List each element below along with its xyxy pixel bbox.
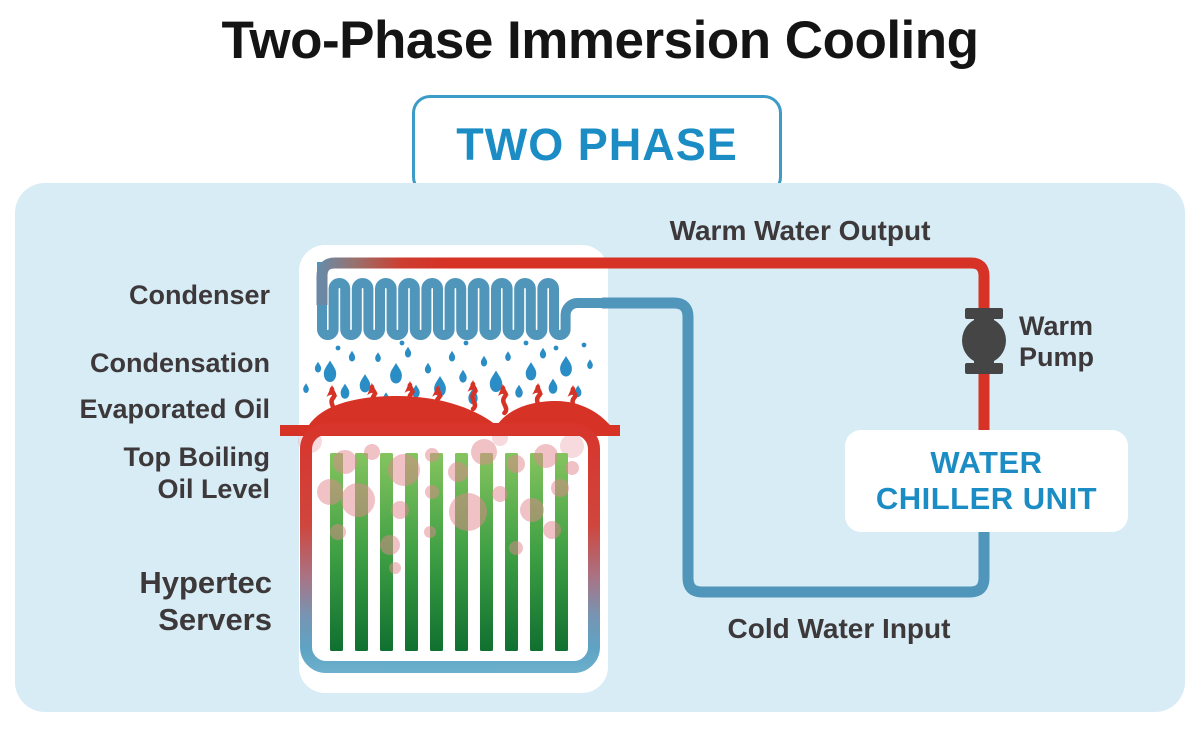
chiller-line1: WATER [930, 445, 1043, 480]
condenser-label: Condenser [128, 280, 270, 310]
warm-water-output-label: Warm Water Output [669, 215, 931, 246]
chiller-line2: CHILLER UNIT [875, 481, 1098, 516]
hypertec-servers-label: Hypertec Servers [139, 564, 272, 638]
condensation-label: Condensation [90, 348, 270, 378]
pump-icon [962, 308, 1006, 374]
warm-pump-line2: Pump [1019, 342, 1095, 372]
warm-pump-label: Warm Pump [1019, 311, 1094, 373]
warm-water-pipe [316, 257, 990, 430]
water-chiller-unit-box: WATER CHILLER UNIT [845, 430, 1128, 532]
servers-line2: Servers [158, 602, 272, 637]
evaporated-oil-label: Evaporated Oil [79, 394, 270, 424]
top-boiling-line2: Oil Level [157, 474, 270, 504]
cold-water-pipe [602, 297, 990, 598]
page-title: Two-Phase Immersion Cooling [221, 11, 979, 70]
cold-water-input-label: Cold Water Input [727, 613, 951, 644]
phase-badge: TWO PHASE [412, 95, 782, 195]
servers-line1: Hypertec [139, 565, 272, 600]
phase-badge-label: TWO PHASE [456, 119, 738, 170]
condensation-droplets-icon [303, 340, 593, 405]
top-boiling-line1: Top Boiling [123, 442, 270, 472]
immersion-tank [300, 423, 600, 673]
condenser-coil [317, 262, 612, 340]
warm-pump-line1: Warm [1019, 311, 1094, 341]
tank-oil-bubbles [317, 439, 579, 574]
boiling-oil-surface [306, 395, 614, 430]
top-boiling-oil-level-label: Top Boiling Oil Level [124, 441, 270, 505]
